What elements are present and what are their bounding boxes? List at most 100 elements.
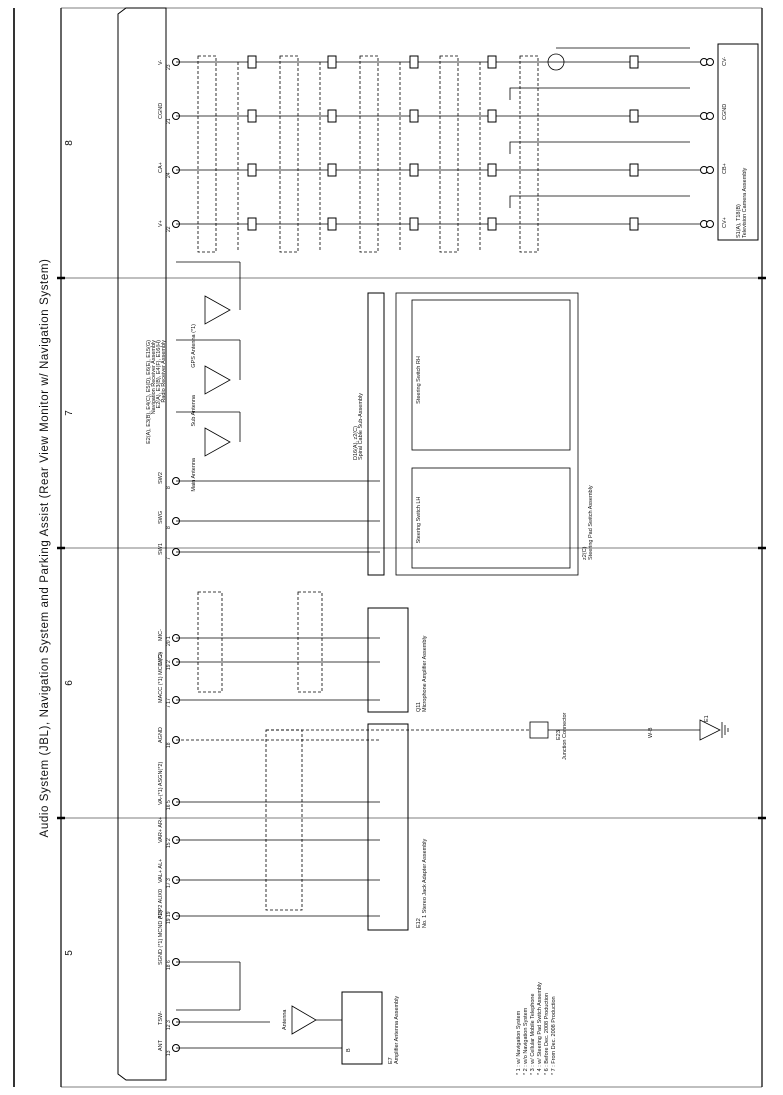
main-pin-num-5: 15 2 [166,838,172,848]
footnote-3: * 4 : w/ Steering Pad Switch Assembly [537,982,543,1075]
camera-pin-cv-minus: CV- [722,57,728,66]
amp-antenna-pin: B [346,1048,352,1052]
main-unit-label-3: E2(A), E3(B), E4(F), E16(H) [156,340,162,409]
main-pin-label-0: ANT [158,1039,164,1051]
main-pin-num-2: 18 6 [166,960,172,970]
ground-lines [266,719,729,741]
spiral-cable: D16(A), z2(C) Spiral Cable Sub-Assembly [353,292,385,576]
footnote-4: * 6 : Before Dec. 2008 Production [544,993,550,1075]
page-frame [13,7,766,1088]
connector-NE1 [247,55,257,231]
zone-8: 8 [64,140,75,146]
main-pin-num-10: 20 1 [166,636,172,646]
main-unit-label-1: E2(A), E3(B), E4(C), E5(D), E6(E), E15(G… [146,340,152,444]
steering-pad-name: Steering Pad Switch Assembly [588,485,594,560]
zone-6: 6 [64,680,75,686]
main-pin-label-10: MIC- [158,629,164,641]
connector-KE2 [487,55,497,231]
camera-signal-lines [176,47,700,253]
camera-pin-cb-plus: CB+ [722,163,728,174]
amp-antenna-id: E7 [388,1057,394,1064]
main-pin-num-16: 21 [166,118,172,124]
main-pin-num-1: 12 3 [166,1020,172,1030]
main-pin-label-12: SWG [158,511,164,524]
amp-antenna-lines [176,961,342,1049]
main-pin-num-6: 16 5 [166,800,172,810]
main-pin-label-4: VAL+ AL+ [158,859,164,883]
main-pin-num-8: 7 17 [166,698,172,708]
main-pin-num-14: 22 [166,226,172,232]
page-title: Audio System (JBL), Navigation System an… [39,259,51,838]
main-pin-num-7: 18 [166,742,172,748]
stereo-jack-lines [176,729,380,917]
zone-numbers: 8 7 6 5 [64,140,75,956]
connector-SE1 [629,55,639,231]
main-pin-num-15: 24 [166,172,172,178]
ground-label: E1 [704,715,710,722]
main-pin-num-12: 8 [166,526,172,529]
spiral-cable-id: D16(A), z2(C) [353,426,359,460]
main-pin-label-11: SW1 [158,543,164,555]
main-pin-num-3: 19 19 [166,911,172,924]
steering-pad-id: z2(C) [582,546,588,560]
stereo-jack-adapter: E12 No. 1 Stereo Jack Adapter Assembly [367,723,428,931]
steering-lh-label: Steering Switch LH [416,497,422,544]
camera-pin-cv-plus: CV+ [722,217,728,228]
connector-KO1 [409,55,419,231]
junction-id: E23 [556,730,562,740]
amp-antenna-name: Amplifier Antenna Assembly [394,996,400,1064]
amp-antenna-antenna-label: Antenna [282,1009,288,1030]
main-pin-num-4: 17 3 [166,878,172,888]
main-pin-num-13: 8 [166,486,172,489]
antenna-gps-label: GPS Antenna (*1) [191,324,197,368]
main-pin-label-8: MACC (*1) MCC (*2) [158,652,164,703]
footnotes: * 1 : w/ Navigation System* 2 : w/o Navi… [516,982,557,1075]
spiral-cable-name: Spiral Cable Sub-Assembly [358,393,364,460]
television-camera-assembly: CV- CGND CB+ CV+ S1(A), T18(B) Televisio… [700,43,759,241]
camera-connectors [247,55,639,231]
steering-pad-switch [395,292,579,576]
main-pin-label-5: VAR+ AR+ [158,817,164,843]
main-pin-label-15: CA+ [158,162,164,173]
main-pin-num-11: 7 [166,557,172,560]
antenna-sub-label: Sub Antenna [191,394,197,426]
zone-7: 7 [64,410,75,416]
zone-5: 5 [64,950,75,956]
camera-id: S1(A), T18(B) [736,204,742,238]
jack-id: E12 [416,918,422,928]
junction-name: Junction Connector [562,712,568,760]
amplifier-antenna-assembly: E7 Amplifier Antenna Assembly B Antenna [282,991,400,1065]
mic-id: Q11 [416,702,422,712]
microphone-lines [176,591,380,701]
antennas [176,261,241,457]
camera-pin-cgnd: CGND [722,104,728,120]
main-pin-label-6: VA-(*1) ASGN(*2) [158,762,164,805]
ground-wire-color: W-B [648,727,654,738]
main-pin-num-17: 23 [166,64,172,70]
main-pin-label-7: AGND [158,727,164,743]
main-pin-label-1: TSW- [158,1011,164,1025]
footnote-5: * 7 : From Dec. 2008 Production [551,996,557,1075]
camera-name: Television Camera Assembly [742,167,748,238]
connector-NO1 [327,55,337,231]
main-pin-num-9: 19 2 [166,660,172,670]
main-unit-label-2: Navigation Receiver Assembly [151,340,157,415]
antenna-main-label: Main Antenna [191,457,197,492]
steering-rh-label: Steering Switch RH [416,356,422,404]
main-unit-label-4: Radio Receiver Assembly [161,340,167,403]
main-pin-label-16: CGND [158,103,164,119]
footnote-2: * 3 : w/ Cellular Mobile Telephone [530,993,536,1075]
footnote-1: * 2 : w/o Navigation System [523,1007,529,1075]
main-pin-label-13: SW2 [158,472,164,484]
jack-name: No. 1 Stereo Jack Adapter Assembly [422,838,428,928]
main-pin-label-14: V+ [158,220,164,227]
main-unit: E2(A), E3(B), E4(C), E5(D), E6(E), E15(G… [117,7,167,1081]
main-pin-label-17: V- [158,60,164,65]
main-pin-num-0: 13 [166,1050,172,1056]
footnote-0: * 1 : w/ Navigation System [516,1010,522,1075]
main-pin-label-2: SGND (*1) MCND (*2) [158,910,164,965]
main-pin-label-3: ADP2 AUX0 [158,889,164,919]
mic-name: Microphone Amplifier Assembly [422,635,428,712]
